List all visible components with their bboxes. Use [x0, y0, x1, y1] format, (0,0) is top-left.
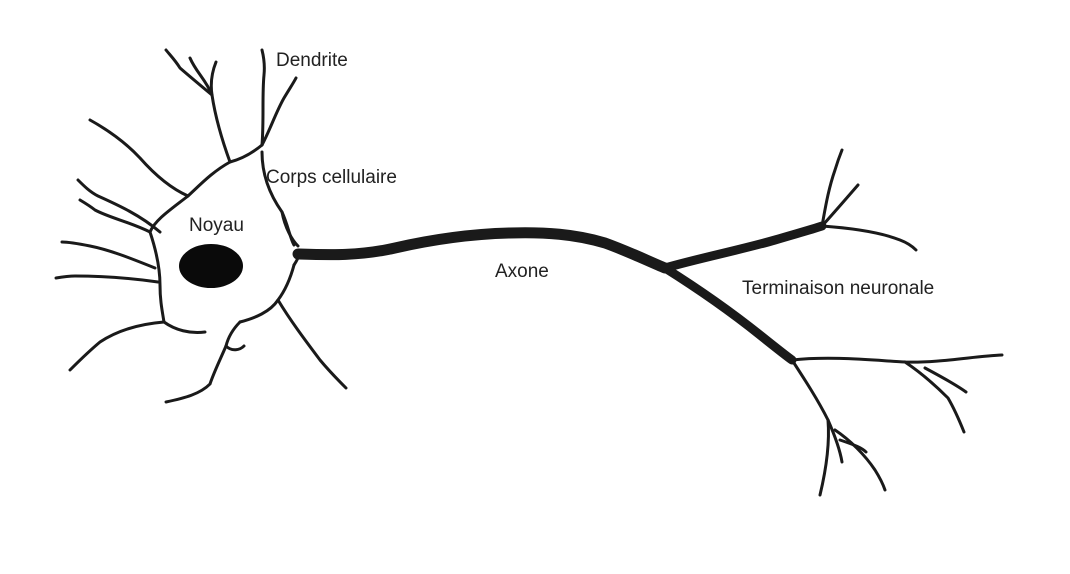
dendrite-lower — [164, 298, 348, 404]
axon — [292, 221, 827, 365]
label-corps-cellulaire: Corps cellulaire — [266, 167, 397, 188]
axon-terminals — [790, 148, 1004, 497]
dendrite-upper — [164, 48, 298, 164]
label-terminaison-neuronale: Terminaison neuronale — [742, 278, 935, 299]
label-dendrite: Dendrite — [276, 50, 348, 71]
nucleus — [179, 244, 243, 288]
label-axone: Axone — [495, 261, 549, 282]
dendrite-left — [54, 118, 207, 372]
label-noyau: Noyau — [189, 215, 244, 236]
